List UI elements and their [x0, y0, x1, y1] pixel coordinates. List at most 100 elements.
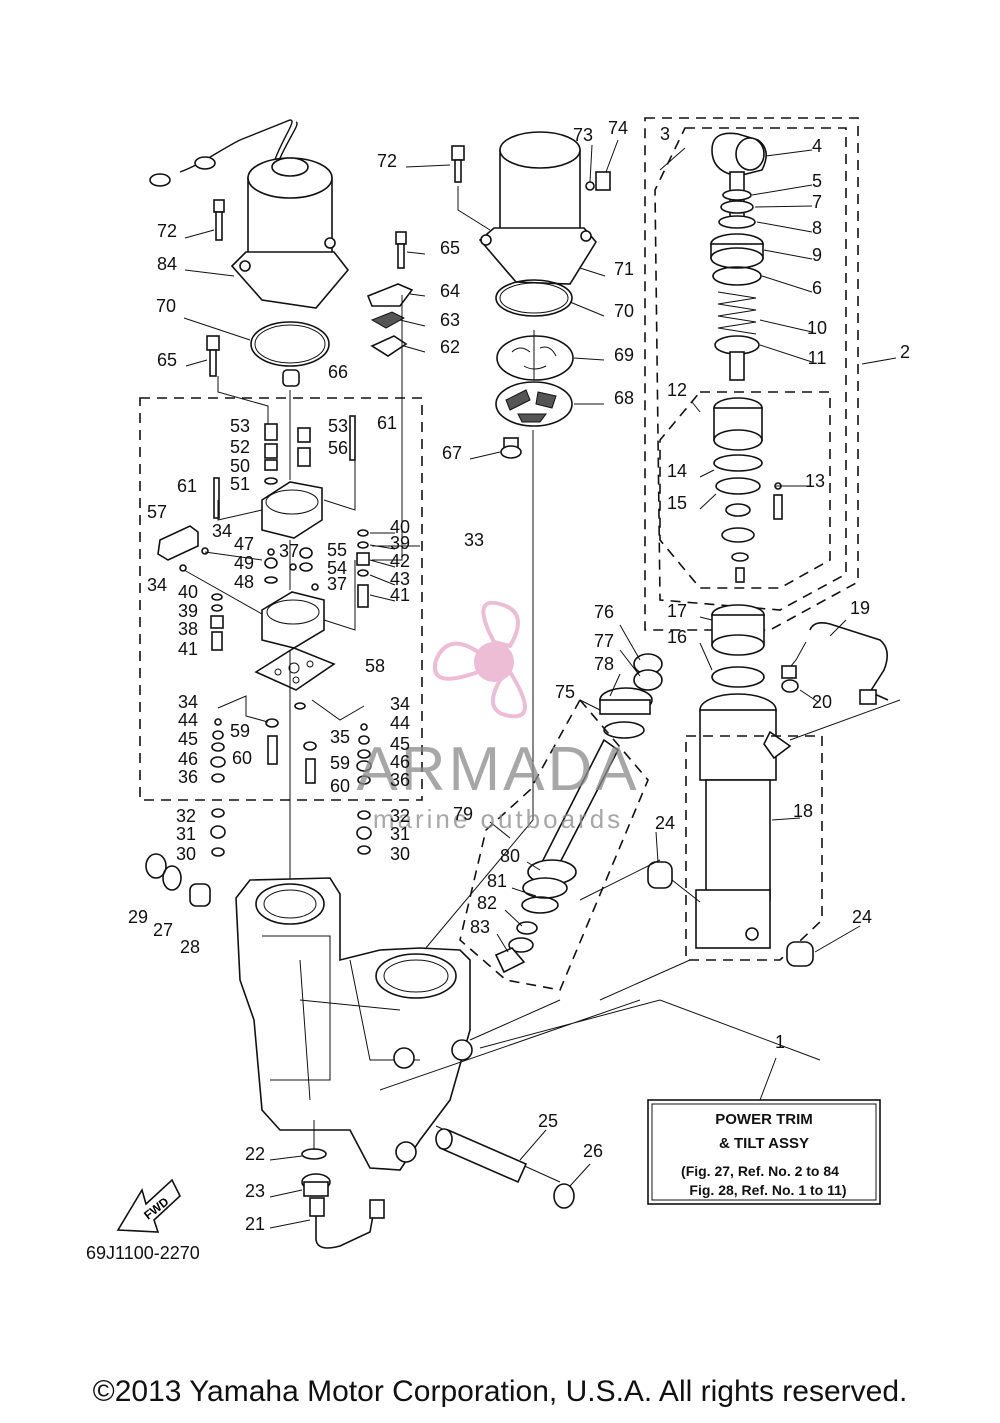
drawing-number: 69J1100-2270: [86, 1243, 200, 1263]
callout-31: 31: [176, 824, 196, 844]
callout-38: 38: [178, 619, 198, 639]
callout-33: 33: [464, 530, 484, 550]
callout-67: 67: [442, 443, 462, 463]
callout-37: 37: [279, 541, 299, 561]
pump-group-outline: [139, 397, 423, 801]
callout-71: 71: [614, 259, 634, 279]
callout-4: 4: [812, 136, 822, 156]
callout-20: 20: [812, 692, 832, 712]
callout-63: 63: [440, 310, 460, 330]
callout-31: 31: [390, 824, 410, 844]
callout-41: 41: [390, 585, 410, 605]
callout-46: 46: [390, 752, 410, 772]
manifold-base: [145, 853, 821, 1249]
callout-21: 21: [245, 1214, 265, 1234]
callout-74: 74: [608, 118, 628, 138]
callout-39: 39: [390, 533, 410, 553]
info-box-title-1: POWER TRIM: [715, 1111, 813, 1128]
callout-3: 3: [660, 124, 670, 144]
callout-76: 76: [594, 602, 614, 622]
callout-73: 73: [573, 125, 593, 145]
callout-34: 34: [147, 575, 167, 595]
callout-17: 17: [667, 601, 687, 621]
callout-39: 39: [178, 601, 198, 621]
pump-assembly: [157, 376, 372, 900]
callout-23: 23: [245, 1181, 265, 1201]
callout-48: 48: [234, 572, 254, 592]
callout-83: 83: [470, 917, 490, 937]
callout-29: 29: [128, 907, 148, 927]
callout-69: 69: [614, 345, 634, 365]
callout-70: 70: [156, 296, 176, 316]
callout-40: 40: [178, 582, 198, 602]
info-box-title-2: & TILT ASSY: [719, 1135, 809, 1152]
copyright-notice: ©2013 Yamaha Motor Corporation, U.S.A. A…: [92, 1375, 908, 1408]
callout-65: 65: [440, 238, 460, 258]
callout-34: 34: [178, 692, 198, 712]
callout-79: 79: [453, 804, 473, 824]
callout-7: 7: [812, 192, 822, 212]
callout-14: 14: [667, 461, 687, 481]
info-box-ref-2: Fig. 28, Ref. No. 1 to 11): [689, 1182, 846, 1198]
watermark-subtitle: marine outboards: [373, 804, 623, 834]
callout-70: 70: [614, 301, 634, 321]
callout-64: 64: [440, 281, 460, 301]
callout-8: 8: [812, 218, 822, 238]
callout-26: 26: [583, 1141, 603, 1161]
callout-28: 28: [180, 937, 200, 957]
callout-51: 51: [230, 474, 250, 494]
callout-6: 6: [812, 278, 822, 298]
callout-40: 40: [390, 517, 410, 537]
callout-58: 58: [365, 656, 385, 676]
callout-18: 18: [793, 801, 813, 821]
callout-1: 1: [775, 1032, 785, 1052]
callout-53: 53: [230, 416, 250, 436]
watermark-propeller-icon: [474, 642, 514, 682]
callout-72: 72: [377, 151, 397, 171]
callout-50: 50: [230, 456, 250, 476]
callout-80: 80: [500, 846, 520, 866]
callout-13: 13: [805, 471, 825, 491]
callout-57: 57: [147, 502, 167, 522]
info-box-ref-1: (Fig. 27, Ref. No. 2 to 84: [681, 1163, 839, 1179]
callout-52: 52: [230, 437, 250, 457]
callout-12: 12: [667, 380, 687, 400]
callout-24: 24: [655, 813, 675, 833]
callout-32: 32: [390, 806, 410, 826]
callout-45: 45: [390, 734, 410, 754]
callout-11: 11: [808, 348, 827, 368]
callout-25: 25: [538, 1111, 558, 1131]
callout-59: 59: [330, 753, 350, 773]
callout-82: 82: [477, 893, 497, 913]
callout-22: 22: [245, 1144, 265, 1164]
callout-30: 30: [390, 844, 410, 864]
callout-55: 55: [327, 540, 347, 560]
callout-19: 19: [850, 598, 870, 618]
callout-32: 32: [176, 806, 196, 826]
callout-30: 30: [176, 844, 196, 864]
callout-42: 42: [390, 551, 410, 571]
callout-54: 54: [327, 558, 347, 578]
callout-41: 41: [178, 639, 198, 659]
callout-15: 15: [667, 493, 687, 513]
leader-lines: [183, 139, 897, 1229]
callout-68: 68: [614, 388, 634, 408]
callout-47: 47: [234, 534, 254, 554]
callout-43: 43: [390, 569, 410, 589]
callout-10: 10: [807, 318, 827, 338]
callout-labels: 1234578961011121314151617181920212223242…: [128, 118, 910, 1234]
left-motor-assembly: [149, 119, 350, 387]
callout-65: 65: [157, 350, 177, 370]
callout-16: 16: [667, 627, 687, 647]
callout-44: 44: [390, 713, 410, 733]
callout-75: 75: [555, 682, 575, 702]
callout-59: 59: [230, 721, 250, 741]
callout-36: 36: [178, 767, 198, 787]
callout-61: 61: [177, 476, 197, 496]
callout-34: 34: [390, 694, 410, 714]
trim-ram-assembly: [459, 653, 663, 991]
callout-35: 35: [330, 727, 350, 747]
callout-36: 36: [390, 770, 410, 790]
callout-84: 84: [157, 254, 177, 274]
